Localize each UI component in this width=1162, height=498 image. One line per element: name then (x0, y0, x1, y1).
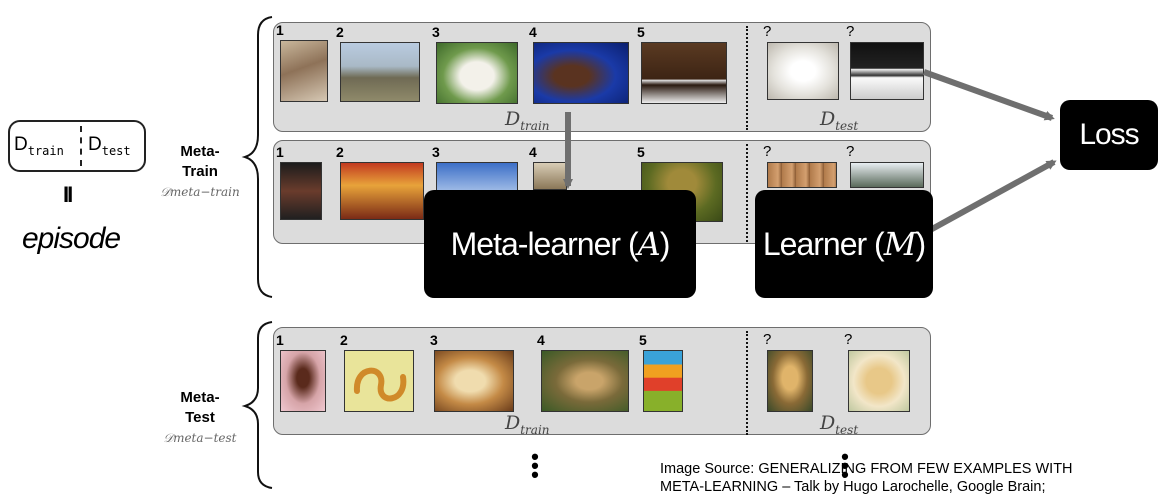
bowls-image (643, 350, 683, 412)
coil-image (344, 350, 414, 412)
legend-dtrain: Dtrain (14, 134, 64, 158)
row1-dtest-label: Dtest (820, 108, 859, 133)
split-line-1 (746, 26, 748, 130)
row3-dtrain-label: Dtrain (505, 412, 550, 437)
bird-image (280, 40, 328, 102)
gymnast-image (280, 162, 322, 220)
golden-dog-image (434, 350, 514, 412)
image-source-note: Image Source: GENERALIZING FROM FEW EXAM… (660, 461, 1073, 495)
meta-train-brace (241, 16, 273, 298)
more-episodes-dots: ••• (531, 444, 539, 487)
meta-train-label: Meta- Train 𝒟meta−train (150, 142, 250, 202)
split-line-3 (746, 331, 748, 435)
legend-divider (80, 126, 82, 166)
singer-image (533, 42, 629, 104)
bowl-query-image (848, 350, 910, 412)
stacks-query-image (767, 162, 837, 188)
test-to-loss-arrow (922, 69, 1055, 121)
split-line-2 (746, 144, 748, 242)
tank-image (340, 42, 420, 102)
legend-dtest: Dtest (88, 134, 131, 158)
meta-train-symbol: 𝒟meta−train (160, 185, 240, 199)
lion-query-image (767, 350, 813, 412)
piano-image (641, 42, 727, 104)
equals-sign: II (63, 182, 73, 207)
carousel-image (340, 162, 424, 220)
meta-test-brace (241, 321, 273, 489)
meta-learner-box: Meta-learner (A) (424, 190, 696, 298)
loss-box: Loss (1060, 100, 1158, 170)
learner-box: Learner (M) (755, 190, 933, 298)
more-episodes-dots-2: ••• (841, 444, 849, 487)
lion-roaring-image (541, 350, 629, 412)
episode-label: episode (22, 222, 121, 255)
learner-to-loss-arrow (910, 159, 1057, 243)
white-dog-image (436, 42, 518, 104)
piano-query-image (850, 42, 924, 100)
meta-test-symbol: 𝒟meta−test (163, 431, 237, 445)
white-dog-query-image (767, 42, 839, 100)
meta-test-label: Meta- Test 𝒟meta−test (148, 388, 252, 448)
cliff-query-image (850, 162, 924, 188)
row1-dtrain-label: Dtrain (505, 108, 550, 133)
dessert-image (280, 350, 326, 412)
row3-dtest-label: Dtest (820, 412, 859, 437)
episode-legend-box: Dtrain Dtest (8, 120, 146, 172)
